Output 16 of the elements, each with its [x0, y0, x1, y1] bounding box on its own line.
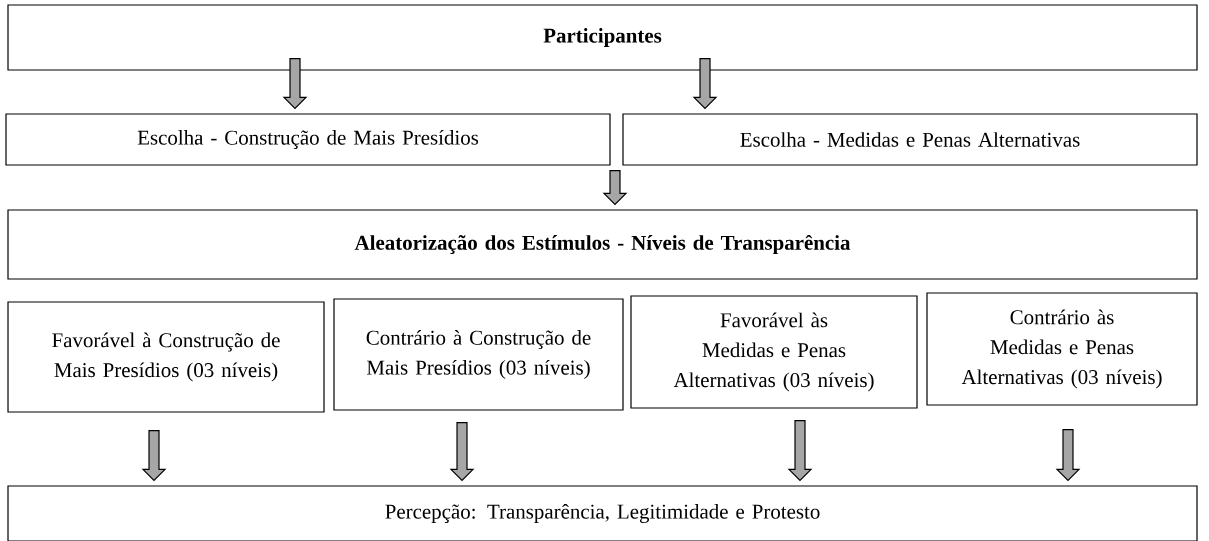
process-box: Percepção: Transparência, Legitimidade e Protesto	[7, 485, 1198, 541]
process-box: Contrário à Construção de Mais Presídios (03 níveis)	[333, 298, 624, 411]
process-box: Contrário às Medidas e Penas Alternativas (03 níveis)	[926, 292, 1198, 406]
process-box: Favorável às Medidas e Penas Alternativas (03 níveis)	[630, 295, 918, 409]
process-box: Escolha - Medidas e Penas Alternativas	[622, 113, 1198, 166]
block-arrow	[282, 58, 308, 110]
block-arrow	[1055, 429, 1081, 482]
block-arrow	[787, 420, 813, 482]
process-box: Participantes	[7, 4, 1198, 71]
process-box: Aleatorização dos Estímulos - Níveis de Transparência	[7, 209, 1198, 280]
block-arrow	[602, 170, 628, 206]
block-arrow	[449, 422, 475, 482]
block-arrow	[141, 430, 167, 482]
block-arrow	[692, 58, 718, 110]
process-box: Escolha - Construção de Mais Presídios	[5, 113, 611, 166]
process-box: Favorável à Construção de Mais Presídios (03 níveis)	[7, 301, 325, 413]
